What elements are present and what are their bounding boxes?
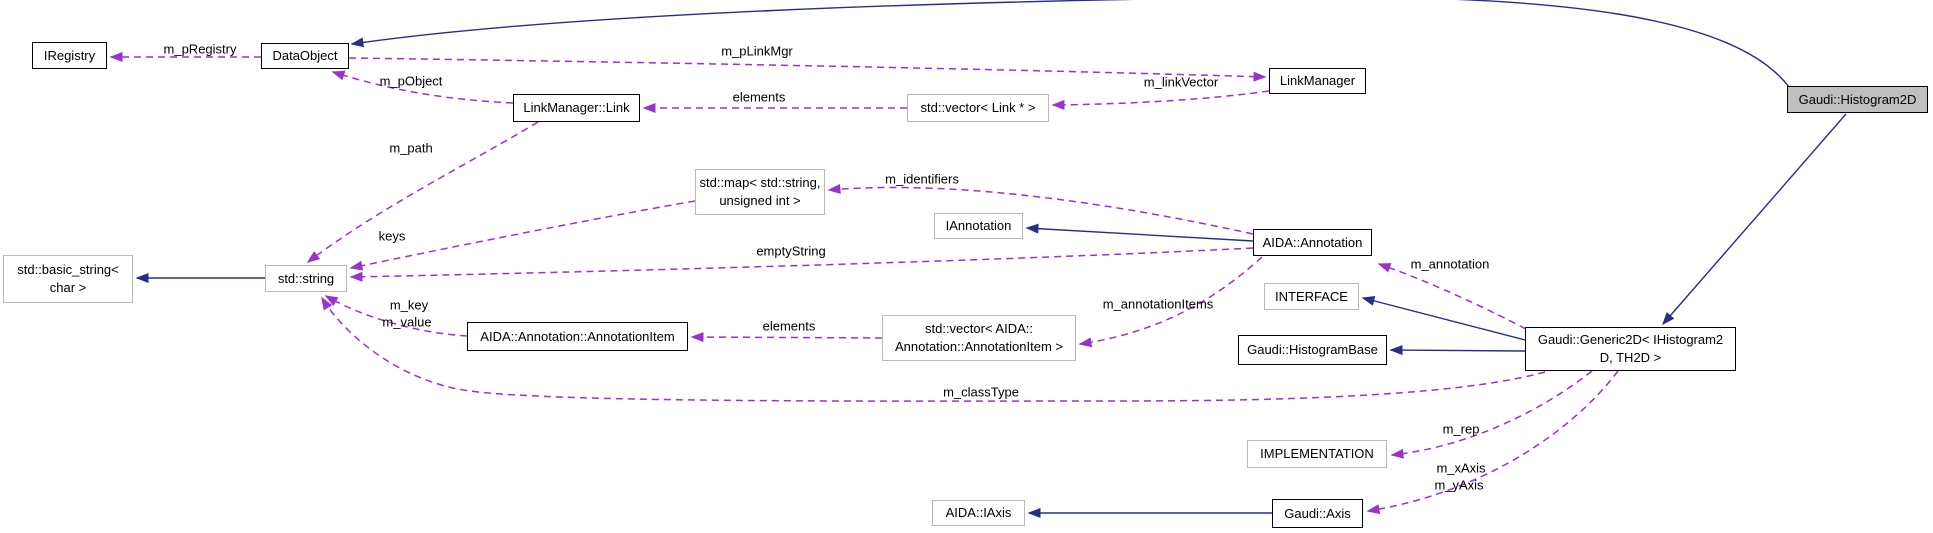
node-aida-annotation[interactable]: AIDA::Annotation — [1253, 229, 1372, 256]
node-label: Gaudi::Axis — [1284, 505, 1351, 521]
edge-inherit-histogram2d-dataobject — [350, 0, 1790, 88]
node-dataobject[interactable]: DataObject — [261, 43, 349, 69]
node-label: INTERFACE — [1275, 288, 1348, 304]
edge-inherit-generic2d-interface — [1361, 296, 1526, 341]
node-label-line1: Gaudi::Generic2D< IHistogram2 — [1537, 332, 1724, 348]
edge-label-m-xaxis: m_xAxis — [1436, 460, 1486, 476]
node-label: LinkManager — [1279, 73, 1356, 89]
node-linkmanager[interactable]: LinkManager — [1269, 68, 1366, 94]
node-label: std::vector< Link * > — [920, 100, 1036, 116]
node-label-line1: std::map< std::string, — [699, 175, 821, 191]
node-gaudi-generic2d[interactable]: Gaudi::Generic2D< IHistogram2 D, TH2D > — [1525, 327, 1736, 371]
edge-label-m-identifiers: m_identifiers — [885, 171, 959, 187]
node-implementation[interactable]: IMPLEMENTATION — [1247, 440, 1387, 468]
node-gaudi-histogrambase[interactable]: Gaudi::HistogramBase — [1238, 335, 1387, 365]
edge-usage-emptystring — [349, 247, 1254, 282]
node-label-line2: D, TH2D > — [1599, 350, 1662, 365]
node-iannotation[interactable]: IAnnotation — [934, 213, 1023, 239]
edge-inherit-histogram2d-generic2d — [1662, 113, 1847, 326]
node-label: std::string — [277, 270, 335, 286]
edge-inherit-annotation-iannotation — [1025, 223, 1254, 242]
node-aida-annotationitem[interactable]: AIDA::Annotation::AnnotationItem — [467, 322, 688, 351]
node-std-vector-link[interactable]: std::vector< Link * > — [907, 94, 1049, 122]
edge-usage-m-identifiers — [827, 184, 1254, 235]
node-label: AIDA::IAxis — [945, 505, 1012, 521]
edge-label-elements-top: elements — [732, 89, 786, 105]
edge-label-m-key: m_key — [389, 297, 429, 313]
node-label: LinkManager::Link — [523, 100, 630, 116]
edge-label-m-yaxis: m_yAxis — [1434, 477, 1484, 493]
node-label: IRegistry — [43, 47, 96, 63]
node-std-vector-annotationitem[interactable]: std::vector< AIDA:: Annotation::Annotati… — [882, 315, 1076, 361]
edge-label-m-annotationitems: m_annotationItems — [1102, 296, 1214, 312]
edge-usage-elements-bottom — [690, 332, 883, 343]
edge-usage-m-classtype — [321, 296, 1546, 402]
edge-usage-m-rep — [1390, 370, 1593, 459]
node-gaudi-axis[interactable]: Gaudi::Axis — [1272, 499, 1363, 528]
node-label-line2: Annotation::AnnotationItem > — [894, 339, 1064, 354]
edge-usage-m-linkvector — [1051, 90, 1270, 110]
edge-label-elements-bottom: elements — [762, 318, 816, 334]
edge-usage-m-pobject — [331, 70, 514, 104]
edge-label-keys: keys — [378, 228, 406, 244]
node-label: Gaudi::HistogramBase — [1247, 342, 1378, 358]
edge-label-m-rep: m_rep — [1442, 421, 1480, 437]
node-label: IMPLEMENTATION — [1260, 446, 1374, 462]
edge-label-m-classtype: m_classType — [943, 384, 1019, 400]
edge-usage-m-plinkmgr — [348, 57, 1267, 82]
edge-label-m-pobject: m_pObject — [379, 73, 443, 89]
node-label: Gaudi::Histogram2D — [1798, 91, 1917, 107]
node-label-line1: std::basic_string< — [17, 262, 119, 278]
edge-usage-m-path — [306, 121, 539, 263]
node-label-line1: std::vector< AIDA:: — [924, 321, 1034, 337]
node-iregistry[interactable]: IRegistry — [32, 42, 107, 69]
edge-usage-m-annotationitems — [1078, 256, 1263, 348]
node-label: DataObject — [272, 48, 338, 64]
node-std-string[interactable]: std::string — [265, 265, 347, 292]
node-interface[interactable]: INTERFACE — [1264, 283, 1359, 310]
node-label: AIDA::Annotation — [1262, 234, 1363, 250]
edge-usage-m-annotation — [1377, 263, 1527, 330]
node-label: AIDA::Annotation::AnnotationItem — [480, 328, 675, 344]
edge-label-m-annotation: m_annotation — [1410, 256, 1490, 272]
node-gaudi-histogram2d[interactable]: Gaudi::Histogram2D — [1787, 86, 1928, 113]
node-label-line2: unsigned int > — [719, 193, 801, 208]
node-std-map-string-int[interactable]: std::map< std::string, unsigned int > — [695, 169, 825, 215]
node-label: IAnnotation — [945, 218, 1012, 234]
edge-label-m-plinkmgr: m_pLinkMgr — [721, 43, 793, 59]
edge-usage-m-xaxis-m-yaxis — [1366, 370, 1619, 515]
edge-usage-m-key-m-value — [324, 295, 468, 337]
edge-label-m-value: m_value — [382, 314, 432, 330]
node-std-basic-string[interactable]: std::basic_string< char > — [3, 255, 133, 303]
edge-usage-keys — [349, 200, 696, 271]
edge-label-m-pregistry: m_pRegistry — [163, 41, 237, 57]
edge-label-m-path: m_path — [389, 140, 433, 156]
node-aida-iaxis[interactable]: AIDA::IAxis — [932, 500, 1025, 526]
edge-inherit-generic2d-histogrambase — [1389, 345, 1526, 356]
edge-label-m-linkvector: m_linkVector — [1143, 74, 1219, 90]
node-linkmanager-link[interactable]: LinkManager::Link — [513, 94, 640, 122]
node-label-line2: char > — [49, 280, 87, 295]
edge-label-emptystring: emptyString — [756, 243, 826, 259]
